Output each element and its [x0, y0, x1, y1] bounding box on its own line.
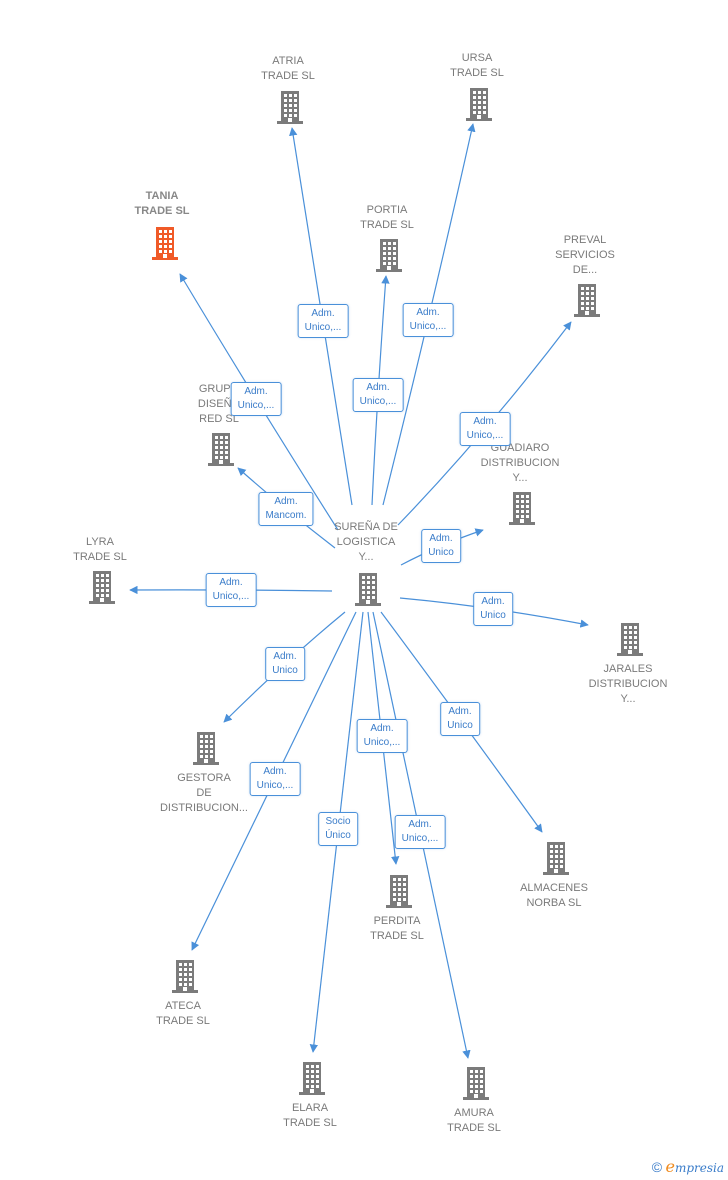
edge-label-preval[interactable]: Adm. Unico,...	[459, 412, 511, 446]
company-label-perdita[interactable]: PERDITA TRADE SL	[370, 915, 424, 942]
building-icon-center[interactable]	[353, 572, 383, 606]
edge-label-jarales[interactable]: Adm. Unico	[473, 592, 513, 626]
building-icon-portia[interactable]	[374, 238, 404, 272]
building-icon-tania[interactable]	[150, 226, 180, 260]
brand-initial: e	[665, 1157, 675, 1176]
company-label-gestora[interactable]: GESTORA DE DISTRIBUCION...	[159, 772, 248, 814]
company-label-grupo[interactable]: GRUPO DISEÑO RED SL	[197, 383, 241, 425]
company-label-ursa[interactable]: URSA TRADE SL	[450, 52, 504, 79]
edge-label-ursa[interactable]: Adm. Unico,...	[402, 303, 454, 337]
company-label-jarales[interactable]: JARALES DISTRIBUCION Y...	[588, 663, 668, 705]
company-label-atria[interactable]: ATRIA TRADE SL	[261, 55, 315, 82]
edge-label-amura[interactable]: Adm. Unico,...	[394, 815, 446, 849]
company-label-ateca[interactable]: ATECA TRADE SL	[156, 1000, 210, 1027]
company-label-almacenes[interactable]: ALMACENES NORBA SL	[520, 882, 588, 909]
company-label-portia[interactable]: PORTIA TRADE SL	[360, 204, 414, 231]
building-icon-ursa[interactable]	[464, 87, 494, 121]
building-icon-ateca[interactable]	[170, 959, 200, 993]
building-icon-jarales[interactable]	[615, 622, 645, 656]
company-label-center[interactable]: SUREÑA DE LOGISTICA Y...	[334, 521, 398, 563]
edge-label-grupo[interactable]: Adm. Mancom.	[258, 492, 314, 526]
company-label-lyra[interactable]: LYRA TRADE SL	[73, 536, 127, 563]
building-icon-almacenes[interactable]	[541, 841, 571, 875]
building-icon-gestora[interactable]	[191, 731, 221, 765]
building-icon-preval[interactable]	[572, 283, 602, 317]
company-label-elara[interactable]: ELARA TRADE SL	[283, 1102, 337, 1129]
empresia-watermark[interactable]: © empresia	[652, 1157, 724, 1176]
company-label-preval[interactable]: PREVAL SERVICIOS DE...	[555, 234, 615, 276]
edge-label-elara[interactable]: Socio Único	[318, 812, 358, 846]
company-label-guadiaro[interactable]: GUADIARO DISTRIBUCION Y...	[480, 442, 560, 484]
edge-label-atria[interactable]: Adm. Unico,...	[297, 304, 349, 338]
edge-label-lyra[interactable]: Adm. Unico,...	[205, 573, 257, 607]
company-label-tania[interactable]: TANIA TRADE SL	[134, 190, 190, 217]
building-icon-perdita[interactable]	[384, 874, 414, 908]
edge-label-tania[interactable]: Adm. Unico,...	[230, 382, 282, 416]
edge-label-gestora[interactable]: Adm. Unico	[265, 647, 305, 681]
edge-label-portia[interactable]: Adm. Unico,...	[352, 378, 404, 412]
edge-label-ateca[interactable]: Adm. Unico,...	[249, 762, 301, 796]
edge-label-guadiaro[interactable]: Adm. Unico	[421, 529, 461, 563]
building-icon-elara[interactable]	[297, 1061, 327, 1095]
building-icon-amura[interactable]	[461, 1066, 491, 1100]
brand-name: mpresia	[674, 1161, 724, 1175]
edge-label-almacenes[interactable]: Adm. Unico	[440, 702, 480, 736]
copyright-symbol: ©	[651, 1159, 663, 1175]
company-label-amura[interactable]: AMURA TRADE SL	[447, 1107, 501, 1134]
building-icon-lyra[interactable]	[87, 570, 117, 604]
building-icon-guadiaro[interactable]	[507, 491, 537, 525]
building-icon-grupo[interactable]	[206, 432, 236, 466]
edge-label-perdita[interactable]: Adm. Unico,...	[356, 719, 408, 753]
building-icon-atria[interactable]	[275, 90, 305, 124]
